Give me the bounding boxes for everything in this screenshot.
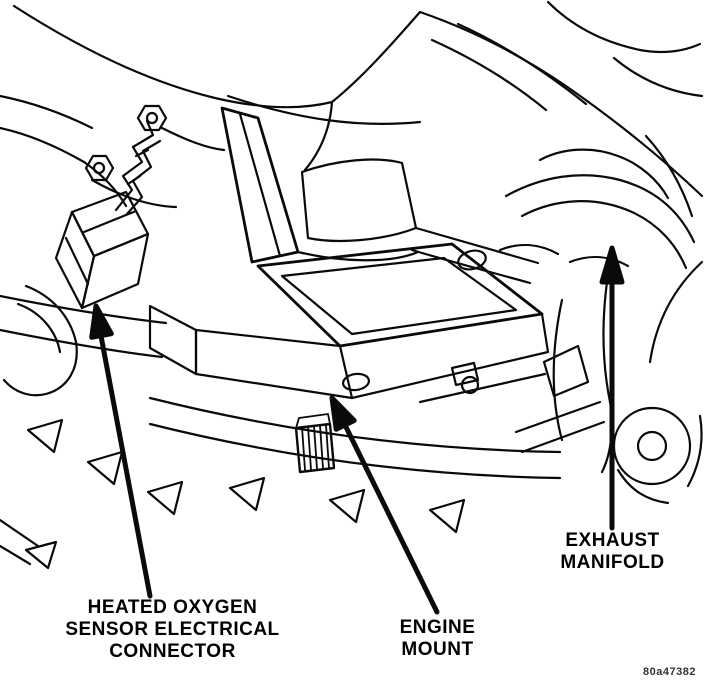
arrow-to-exhaust-manifold (599, 245, 625, 531)
label-exhaust-manifold: EXHAUST MANIFOLD (560, 530, 665, 573)
heat-shield-lines (498, 134, 696, 270)
exhaust-manifold-drawing (514, 250, 704, 505)
vehicle-underbody-lines (0, 0, 704, 208)
label-heated-oxygen-sensor-connector: HEATED OXYGEN SENSOR ELECTRICAL CONNECTO… (65, 597, 280, 662)
oxygen-sensor-connector-drawing (2, 190, 150, 397)
arrow-to-engine-mount (329, 395, 440, 615)
wiring-harness-drawing (114, 119, 162, 216)
figure-code: 80a47382 (643, 666, 696, 678)
upper-bracket-drawing (84, 104, 540, 285)
mount-bolt-drawing (294, 413, 336, 474)
label-engine-mount: ENGINE MOUNT (399, 617, 476, 660)
pointer-arrows (89, 245, 625, 615)
arrow-to-connector (89, 303, 153, 599)
engine-mount-drawing (148, 242, 562, 534)
